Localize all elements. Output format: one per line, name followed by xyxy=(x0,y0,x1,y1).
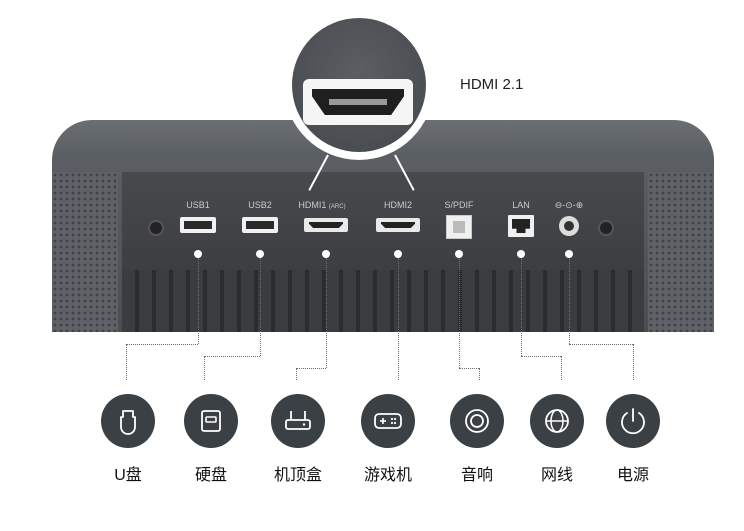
usb1-dot xyxy=(194,250,202,258)
hdmi1-label-text: HDMI1 xyxy=(298,200,327,210)
hdmi-port-pins xyxy=(329,99,387,105)
left-speaker-grille xyxy=(52,172,118,332)
hdmi2-label: HDMI2 xyxy=(383,200,412,210)
lan-label: LAN xyxy=(512,200,530,210)
speaker-icon xyxy=(450,394,504,448)
connector-dc-h xyxy=(569,344,633,345)
spdif-dot xyxy=(455,250,463,258)
device-label-hard-drive: 硬盘 xyxy=(194,467,227,484)
connector-hdmi1-v1 xyxy=(326,258,327,368)
connector-usb1-h xyxy=(126,344,198,345)
device-label-game-console: 游戏机 xyxy=(363,467,412,484)
connector-dc-v2 xyxy=(633,344,634,380)
usb1-port xyxy=(180,217,216,233)
device-label-network: 网线 xyxy=(540,467,573,484)
usb2-label: USB2 xyxy=(248,200,272,210)
screw-hole-right xyxy=(598,220,614,236)
screw-hole-left xyxy=(148,220,164,236)
device-label-power: 电源 xyxy=(616,467,649,484)
dc-power-port xyxy=(559,216,579,236)
connector-lan-h xyxy=(521,356,561,357)
right-speaker-grille xyxy=(648,172,714,332)
device-label-usb-drive: U盘 xyxy=(114,467,142,484)
connector-usb2-h xyxy=(204,356,260,357)
dc-polarity-label: ⊖-⊙-⊕ xyxy=(554,200,584,210)
hard-drive-icon xyxy=(184,394,238,448)
hdmi2-dot xyxy=(394,250,402,258)
connector-usb1-v2 xyxy=(126,344,127,380)
usb2-dot xyxy=(256,250,264,258)
hdmi1-arc-label: (ARC) xyxy=(328,204,346,210)
dc-dot xyxy=(565,250,573,258)
hdmi1-label: HDMI1 (ARC) xyxy=(287,200,357,210)
usb2-port xyxy=(242,217,278,233)
hdmi-zoom-callout xyxy=(284,10,434,160)
spdif-port xyxy=(446,215,472,239)
cooling-fins xyxy=(122,270,644,332)
connector-usb2-v1 xyxy=(260,258,261,356)
connector-spdif-h xyxy=(459,368,479,369)
power-icon xyxy=(606,394,660,448)
hdmi2-port xyxy=(376,218,420,232)
usb-drive-icon xyxy=(101,394,155,448)
lan-port xyxy=(508,215,534,237)
usb1-label: USB1 xyxy=(186,200,210,210)
connector-usb1-v1 xyxy=(198,258,199,344)
hdmi-port-closeup xyxy=(303,79,413,125)
projector-back-panel: USB1 USB2 HDMI1 (ARC) HDMI2 S/PDIF LAN ⊖… xyxy=(52,120,714,332)
device-label-speaker: 音响 xyxy=(460,467,493,484)
connector-dc-v1 xyxy=(569,258,570,344)
spdif-label: S/PDIF xyxy=(444,200,474,210)
device-label-set-top-box: 机顶盒 xyxy=(273,467,322,484)
set-top-box-icon xyxy=(271,394,325,448)
connector-hdmi2 xyxy=(398,258,399,380)
hdmi-version-title: HDMI 2.1 xyxy=(460,76,524,93)
lan-dot xyxy=(517,250,525,258)
connector-usb2-v2 xyxy=(204,356,205,380)
network-globe-icon xyxy=(530,394,584,448)
hdmi1-port xyxy=(304,218,348,232)
connector-spdif-v1 xyxy=(459,258,460,368)
connector-hdmi1-v2 xyxy=(296,368,297,380)
io-panel: USB1 USB2 HDMI1 (ARC) HDMI2 S/PDIF LAN ⊖… xyxy=(122,172,644,332)
connector-hdmi1-h xyxy=(296,368,326,369)
hdmi1-dot xyxy=(322,250,330,258)
connector-spdif-v2 xyxy=(479,368,480,380)
connector-lan-v2 xyxy=(561,356,562,380)
game-console-icon xyxy=(361,394,415,448)
connector-lan-v1 xyxy=(521,258,522,356)
